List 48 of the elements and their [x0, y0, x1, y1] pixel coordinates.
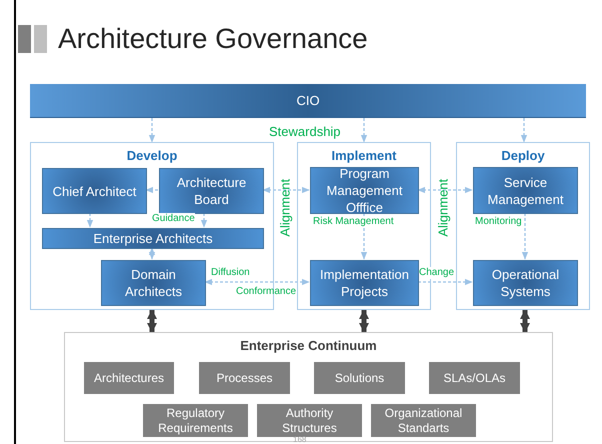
dashed-arrow	[204, 278, 310, 286]
dashed-arrow	[86, 213, 94, 228]
process-box: Service Management	[473, 167, 578, 214]
dashed-arrow	[148, 247, 156, 260]
dashed-arrow	[200, 213, 208, 228]
page-number: 168	[293, 436, 306, 444]
group-heading: Develop	[126, 147, 178, 165]
vertical-label: Alignment	[434, 178, 452, 239]
edge-label: Risk Management	[313, 216, 394, 228]
group-heading: Enterprise Continuum	[239, 337, 378, 355]
category-box: Solutions	[314, 362, 405, 394]
vertical-label: Alignment	[276, 178, 294, 239]
double-arrow	[359, 309, 369, 333]
process-box: Implementation Projects	[310, 260, 419, 306]
continuum-panel	[64, 332, 553, 442]
process-box: Operational Systems	[473, 260, 578, 306]
group-heading: Implement	[330, 147, 398, 165]
dashed-arrow	[522, 213, 528, 260]
group-heading: Deploy	[500, 147, 546, 165]
slide-title: Architecture Governance	[58, 22, 368, 56]
category-box: Architectures	[84, 362, 174, 394]
double-arrow	[147, 309, 157, 333]
category-box: Regulatory Requirements	[143, 404, 248, 437]
process-box: Enterprise Architects	[42, 228, 264, 249]
edge-label: Diffusion	[211, 267, 250, 279]
category-box: Authority Structures	[257, 404, 362, 437]
dashed-arrow	[520, 118, 528, 143]
dashed-arrow	[262, 186, 310, 194]
process-box: Chief Architect	[42, 168, 147, 214]
dashed-arrow	[360, 118, 368, 143]
edge-label: Monitoring	[475, 216, 522, 228]
dashed-arrow	[418, 278, 473, 286]
group-panel	[456, 142, 590, 310]
role-bar: CIO	[30, 84, 586, 118]
dashed-arrow	[148, 118, 156, 143]
process-box: Domain Architects	[101, 260, 206, 306]
category-box: Organizational Standarts	[371, 404, 476, 437]
double-arrow	[520, 309, 530, 333]
dashed-arrow	[417, 186, 473, 194]
process-box: Architecture Board	[159, 168, 264, 214]
category-box: SLAs/OLAs	[429, 362, 520, 394]
flow-label: Stewardship	[269, 123, 341, 141]
dashed-arrow	[360, 213, 368, 260]
edge-label: Change	[419, 267, 454, 279]
dashed-arrow	[145, 186, 158, 194]
process-box: Program Management Offfice	[310, 167, 419, 214]
category-box: Processes	[199, 362, 290, 394]
flow-label: Conformance	[236, 285, 296, 299]
